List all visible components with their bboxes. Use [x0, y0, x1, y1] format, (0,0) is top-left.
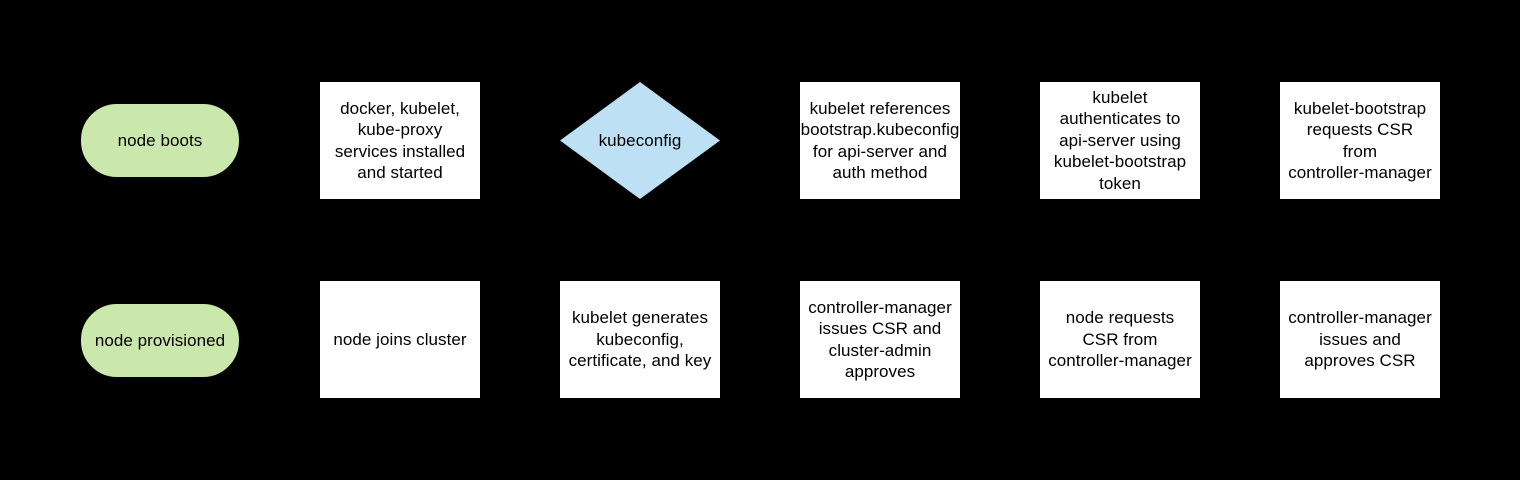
flow-node-label: node provisioned	[94, 330, 226, 350]
flow-node-node-provisioned[interactable]: node provisioned	[81, 304, 239, 377]
flow-node-controller-manager-issues-approves[interactable]: controller-manager issues and approves C…	[1280, 281, 1440, 398]
flow-node-node-joins-cluster[interactable]: node joins cluster	[320, 281, 480, 398]
flow-node-node-boots[interactable]: node boots	[81, 104, 239, 177]
flow-node-services-installed[interactable]: docker, kubelet, kube-proxy services ins…	[320, 82, 480, 199]
flow-node-label: controller-manager issues and approves C…	[1288, 308, 1432, 371]
flow-node-kubelet-authenticates[interactable]: kubelet authenticates to api-server usin…	[1040, 82, 1200, 199]
flow-node-kubeconfig-decision[interactable]: kubeconfig	[560, 82, 720, 199]
flow-node-label: node joins cluster	[333, 329, 467, 349]
flow-node-label: node boots	[117, 130, 203, 150]
flow-node-node-requests-csr[interactable]: node requests CSR from controller-manage…	[1040, 281, 1200, 398]
flow-node-label: kubelet generates kubeconfig, certificat…	[568, 308, 712, 371]
flow-node-kubelet-bootstrap-requests-csr[interactable]: kubelet-bootstrap requests CSR from cont…	[1280, 82, 1440, 199]
diamond-shape-icon	[560, 82, 720, 199]
flow-node-label: kubelet references bootstrap.kubeconfig …	[800, 98, 960, 183]
flow-node-label: node requests CSR from controller-manage…	[1048, 308, 1192, 371]
flow-node-kubelet-references-bootstrap[interactable]: kubelet references bootstrap.kubeconfig …	[800, 82, 960, 199]
flow-node-label: kubelet-bootstrap requests CSR from cont…	[1288, 98, 1432, 183]
flow-node-label: kubeconfig	[598, 130, 682, 150]
flow-node-kubelet-generates-kubeconfig[interactable]: kubelet generates kubeconfig, certificat…	[560, 281, 720, 398]
flow-node-label: docker, kubelet, kube-proxy services ins…	[334, 98, 466, 183]
flow-node-label: controller-manager issues CSR and cluste…	[808, 297, 952, 382]
flow-node-controller-manager-issues-csr[interactable]: controller-manager issues CSR and cluste…	[800, 281, 960, 398]
flow-node-label: kubelet authenticates to api-server usin…	[1053, 87, 1187, 193]
